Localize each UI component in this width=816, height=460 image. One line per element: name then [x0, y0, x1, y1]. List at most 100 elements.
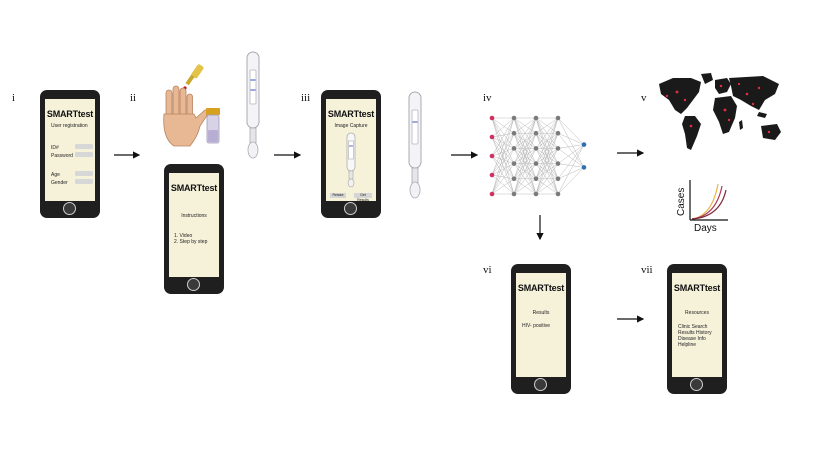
network-connection [491, 148, 515, 176]
resource-clinic-search[interactable]: Clinic Search [678, 324, 708, 330]
screen-subtitle: Image Capture [334, 123, 368, 129]
phone-instructions: SMARTtest Instructions 1. Video 2. Step … [164, 164, 224, 294]
step-label-iii: iii [301, 92, 311, 104]
cases-growth-chart-icon: Cases Days [676, 180, 728, 234]
network-connection [513, 163, 537, 195]
hidden-node [511, 146, 517, 151]
hidden-node [555, 161, 561, 166]
network-connection [535, 148, 559, 195]
hidden-node [533, 176, 539, 182]
captured-test-device-icon [346, 132, 356, 188]
app-brand: SMARTtest [517, 283, 565, 293]
gender-field[interactable] [75, 179, 93, 184]
network-connection [491, 174, 515, 180]
network-connection [535, 163, 559, 195]
get-results-button[interactable]: Get Results [354, 193, 372, 201]
network-connection [491, 174, 515, 195]
resource-results-history[interactable]: Results History [678, 330, 712, 336]
network-connection [557, 133, 585, 168]
network-connection [491, 117, 515, 176]
app-brand: SMARTtest [327, 109, 375, 119]
id-label: ID# [51, 145, 59, 151]
network-connection [491, 136, 515, 164]
hidden-node [511, 161, 517, 166]
network-connection [491, 155, 515, 179]
home-button[interactable] [63, 202, 76, 215]
world-map-hotspots-icon [659, 73, 781, 150]
cases-curve-3 [691, 189, 727, 220]
phone-resources: SMARTtest Resources Clinic Search Result… [667, 264, 727, 394]
network-connection [557, 144, 585, 164]
instruction-item-step-by-step[interactable]: 2. Step by step [174, 239, 208, 245]
network-connection [491, 136, 515, 195]
network-connection [557, 167, 585, 180]
step-label-ii: ii [130, 92, 137, 104]
network-connection [557, 148, 585, 168]
network-connection [491, 117, 515, 149]
password-field[interactable] [75, 152, 93, 157]
network-connection [557, 144, 585, 149]
self-test-device-icon [246, 51, 260, 159]
input-node [489, 191, 495, 197]
network-connection [513, 117, 537, 134]
id-field[interactable] [75, 144, 93, 149]
network-connection [535, 117, 559, 149]
instructions-title: Instructions [181, 213, 207, 219]
step-label-vi: vi [483, 264, 492, 276]
network-connection [557, 132, 585, 145]
home-button[interactable] [344, 202, 357, 215]
days-axis-label: Days [694, 223, 717, 234]
network-connection [491, 117, 515, 195]
phone-screen: SMARTtest Instructions 1. Video 2. Step … [169, 173, 219, 277]
password-label: Password [51, 153, 73, 159]
network-connection [557, 117, 585, 145]
hidden-node [555, 130, 561, 136]
age-field[interactable] [75, 171, 93, 176]
home-button[interactable] [690, 378, 703, 391]
network-connection [557, 167, 585, 195]
network-connection [513, 178, 537, 195]
phone-screen: SMARTtest Image Capture Retake Get Resul… [326, 99, 376, 201]
hidden-node [533, 161, 539, 166]
resources-title: Resources [685, 310, 709, 316]
hidden-node [555, 176, 561, 182]
home-button[interactable] [187, 278, 200, 291]
network-connection [491, 178, 515, 195]
output-node [581, 165, 587, 170]
phone-registration: SMARTtest User registration ID# Password… [40, 90, 100, 218]
phone-screen: SMARTtest Results HIV- positive [516, 273, 566, 377]
hidden-node [555, 146, 561, 151]
network-connection [535, 178, 559, 195]
step-label-iv: iv [483, 92, 492, 104]
app-brand: SMARTtest [170, 183, 218, 193]
hidden-node [533, 146, 539, 151]
input-node [489, 134, 495, 140]
network-connection [491, 136, 515, 179]
input-node [489, 115, 495, 121]
hand-icon [163, 85, 209, 147]
hidden-node [555, 191, 561, 197]
instruction-item-video[interactable]: 1. Video [174, 233, 193, 239]
resource-disease-info[interactable]: Disease Info [678, 336, 706, 342]
input-node [489, 172, 495, 178]
network-connection [491, 117, 515, 134]
network-connection [491, 117, 515, 157]
resource-helpline[interactable]: Helpline [678, 342, 697, 348]
network-connection [491, 132, 515, 138]
phone-results: SMARTtest Results HIV- positive [511, 264, 571, 394]
home-button[interactable] [534, 378, 547, 391]
neural-network-diagram [489, 115, 587, 197]
network-connection [535, 117, 559, 195]
cases-curve-2 [691, 185, 723, 220]
network-connection [491, 148, 515, 195]
network-connection [491, 133, 515, 157]
output-node [581, 142, 587, 147]
network-connection [513, 117, 537, 195]
network-connection [557, 144, 585, 195]
network-connection [491, 163, 515, 176]
network-connection [535, 117, 559, 179]
gender-label: Gender [51, 180, 68, 186]
retake-button[interactable]: Retake [330, 193, 346, 198]
network-connection [513, 117, 537, 179]
test-result-text: HIV- positive [522, 323, 551, 329]
